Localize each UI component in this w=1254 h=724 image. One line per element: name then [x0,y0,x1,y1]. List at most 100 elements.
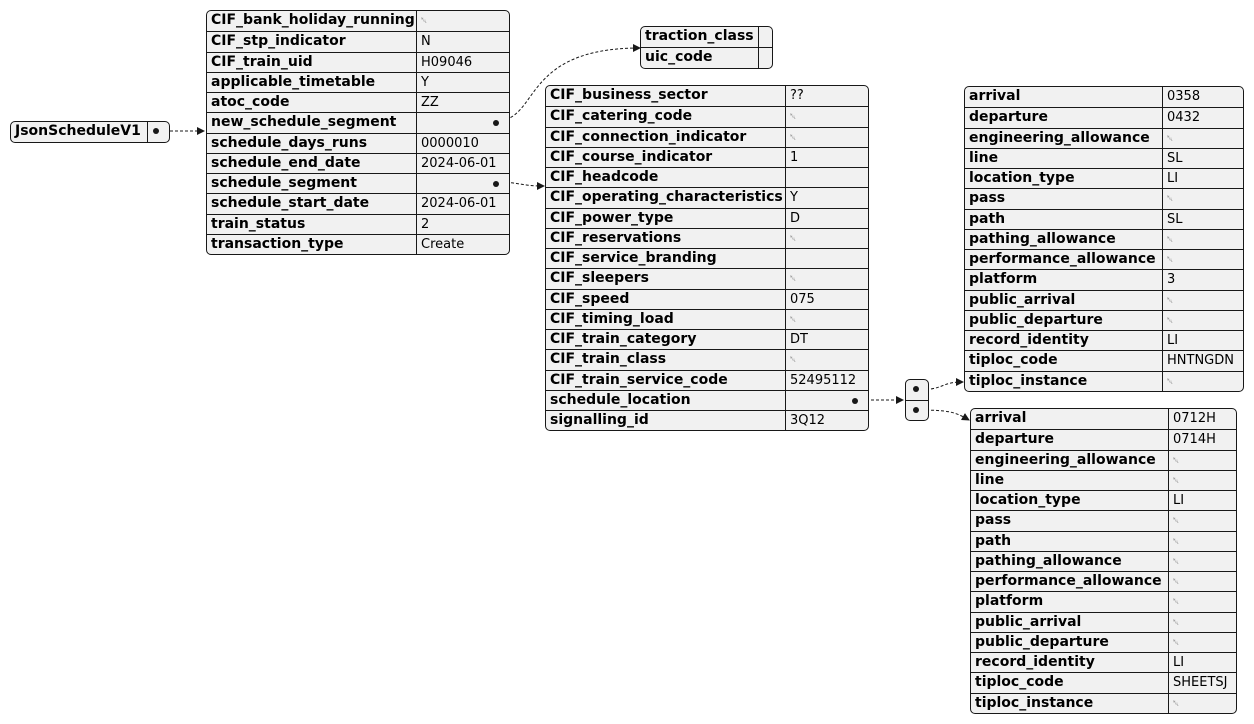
table-row: engineering_allowance␀ [965,127,1243,148]
field-key: public_departure [971,632,1169,652]
table-row: CIF_reservations ␀ [546,227,868,248]
field-value: 3 [1167,272,1176,288]
null-value: ␀ [1173,577,1180,586]
table-row: pathing_allowance ␀ [971,550,1236,571]
field-value: 1 [790,149,799,165]
table-row: public_arrival␀ [971,611,1236,632]
field-value: LI [1167,333,1179,348]
table-row: CIF_business_sector?? [546,86,868,107]
field-value: SHEETSJ [1173,675,1228,691]
schedule-location-array [905,379,929,421]
schedule-segment-table: CIF_business_sector??CIF_catering_code␀C… [545,85,869,432]
field-key: public_arrival [965,290,1163,310]
field-value: 2024-06-01 [421,155,497,171]
field-key: train_status [207,214,417,234]
null-value: ␀ [790,132,797,142]
null-value: ␀ [790,274,797,284]
field-value: 0714H [1173,432,1216,448]
null-value: ␀ [1173,637,1180,647]
link-value [786,391,868,410]
field-value: N [421,34,431,50]
field-value: ?? [790,88,804,103]
field-key: path [971,531,1169,551]
field-key: performance_allowance [965,250,1163,270]
field-key: CIF_sleepers [546,269,786,289]
field-key: tiploc_instance [971,693,1169,713]
field-key: tiploc_code [965,351,1163,371]
root-value [148,122,169,142]
field-key: record_identity [965,331,1163,351]
table-row: performance_allowance ␀ [971,571,1236,592]
field-key: CIF_bank_holiday_running [207,11,417,32]
field-value [786,168,868,187]
field-key: departure [971,430,1169,450]
array-item-2 [906,400,928,420]
field-key: location_type [965,169,1163,189]
null-value: ␀ [1173,556,1180,566]
field-value: 0712H [1173,411,1216,426]
field-value: Create [421,236,465,252]
null-value: ␀ [1167,295,1174,305]
field-key: uic_code [641,48,759,68]
table-row: CIF_train_class␀ [546,349,868,370]
field-key: CIF_connection_indicator [546,127,786,147]
field-key: public_departure [965,310,1163,330]
null-value: ␀ [790,355,797,365]
field-key: CIF_course_indicator [546,147,786,167]
field-key: platform [971,592,1169,612]
field-key: CIF_reservations [546,228,786,248]
link-dot [852,397,858,404]
table-row: CIF_service_branding [546,248,868,269]
field-value: Y [421,74,429,90]
link-dot [493,120,499,127]
field-value: H09046 [421,54,473,70]
field-value [759,27,772,47]
table-row: CIF_bank_holiday_running␀ [207,11,509,32]
field-value: 52495112 [790,372,857,388]
field-key: CIF_catering_code [546,107,786,127]
field-key: line [971,470,1169,490]
table-row: CIF_connection_indicator ␀ [546,126,868,147]
field-key: pathing_allowance [971,551,1169,571]
link-dot [153,128,159,134]
table-row: performance_allowance␀ [965,249,1243,270]
table-row: line␀ [971,469,1236,490]
table-row: CIF_headcode [546,167,868,188]
table-row: CIF_sleepers ␀ [546,268,868,289]
table-row: path␀ [971,530,1236,551]
table-row: new_schedule_segment [207,112,509,133]
field-key: CIF_business_sector [546,86,786,107]
null-value: ␀ [790,233,797,243]
root-label: JsonScheduleV1 [11,122,148,142]
field-key: performance_allowance [971,572,1169,592]
field-key: pass [965,189,1163,209]
field-value: Y [790,190,798,206]
field-key: CIF_stp_indicator [207,32,417,52]
null-value: ␀ [1173,516,1180,526]
field-value: D [790,210,801,226]
field-value: 2 [421,216,430,232]
field-key: CIF_timing_load [546,309,786,329]
table-row: public_departure ␀ [971,631,1236,652]
field-key: pathing_allowance [965,229,1163,249]
field-value: DT [790,332,808,347]
field-key: CIF_service_branding [546,249,786,269]
table-row: pass␀ [965,188,1243,209]
table-row: pass␀ [971,510,1236,531]
field-key: CIF_power_type [546,208,786,228]
field-key: schedule_start_date [207,194,417,214]
